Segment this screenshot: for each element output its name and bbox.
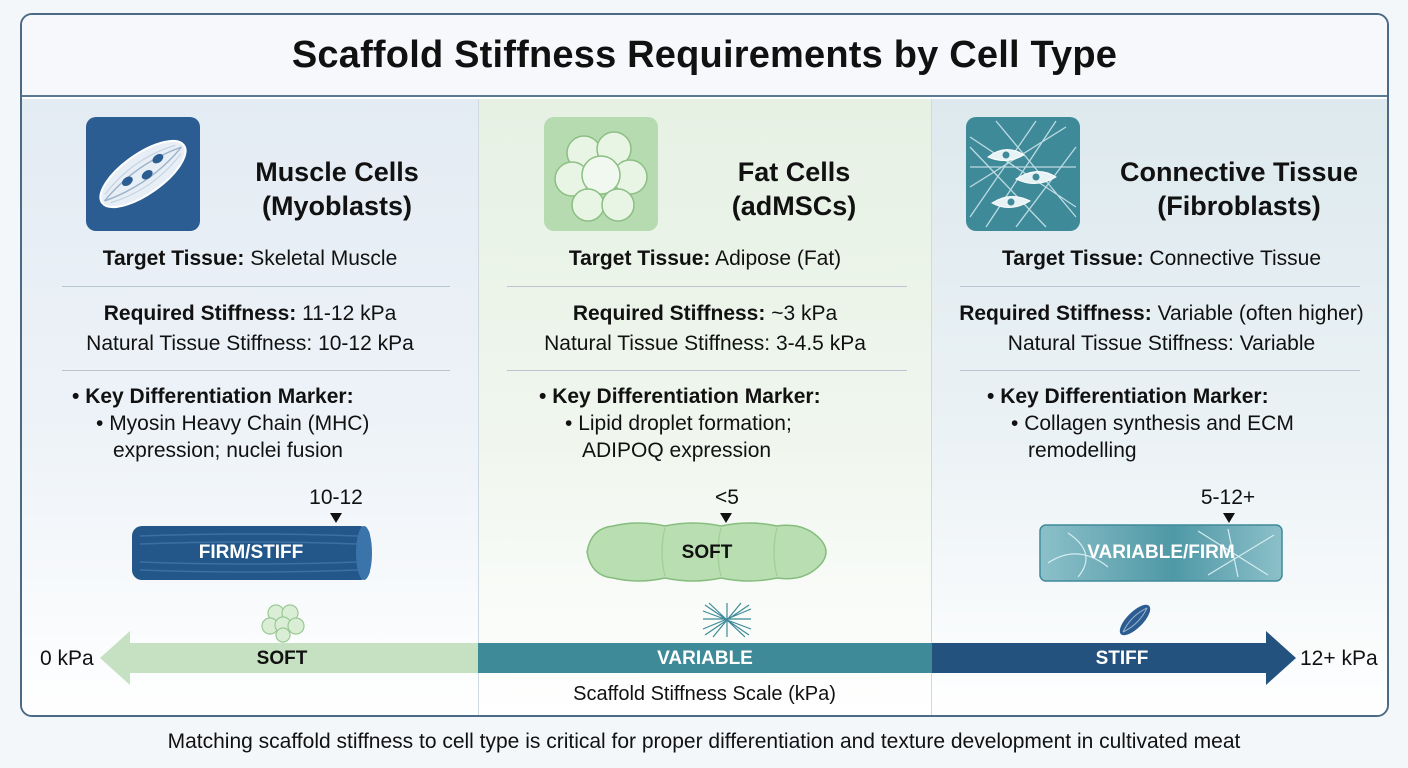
fat-heading: Fat Cells (adMSCs) xyxy=(731,157,857,221)
column-muscle: Muscle Cells (Myoblasts) Target Tissue: … xyxy=(22,99,478,715)
column-fat: Fat Cells (adMSCs) Target Tissue: Adipos… xyxy=(478,99,932,715)
fiber-mesh-small-icon xyxy=(702,602,752,638)
page-title: Scaffold Stiffness Requirements by Cell … xyxy=(291,33,1118,76)
fibroblast-network-icon xyxy=(966,117,1080,231)
stiffness-scale-bar xyxy=(100,631,1296,685)
scale-segment-soft: SOFT xyxy=(256,648,308,669)
scale-min-label: 0 kPa xyxy=(40,647,94,670)
divider xyxy=(507,286,907,287)
divider xyxy=(507,370,907,371)
scale-segment-variable: VARIABLE xyxy=(657,648,753,669)
indicator-value: 10-12 xyxy=(309,486,363,509)
required-stiffness: Required Stiffness: 11-12 kPa xyxy=(103,302,397,325)
fat-cells-small-icon xyxy=(261,604,305,643)
muscle-heading: Muscle Cells (Myoblasts) xyxy=(255,157,419,221)
required-stiffness: Required Stiffness: ~3 kPa xyxy=(572,302,838,325)
pill-label: VARIABLE/FIRM xyxy=(1087,542,1235,563)
divider xyxy=(62,286,450,287)
marker-heading: • Key Differentiation Marker: xyxy=(539,385,821,408)
indicator-value: <5 xyxy=(715,486,739,509)
soft-pill xyxy=(586,522,827,582)
divider xyxy=(960,286,1360,287)
fat-cells-icon xyxy=(544,117,658,231)
pill-label: FIRM/STIFF xyxy=(198,542,304,563)
title-bar: Scaffold Stiffness Requirements by Cell … xyxy=(22,15,1387,97)
scale-segment-stiff: STIFF xyxy=(1095,648,1149,669)
marker-heading: • Key Differentiation Marker: xyxy=(72,385,354,408)
required-stiffness: Required Stiffness: Variable (often high… xyxy=(959,302,1364,325)
column-connective: Connective Tissue (Fibroblasts) Target T… xyxy=(932,99,1387,715)
firm-stiff-pill xyxy=(132,526,372,580)
scale-max-label: 12+ kPa xyxy=(1300,647,1378,670)
target-tissue: Target Tissue: Connective Tissue xyxy=(1001,247,1322,270)
main-panel: Scaffold Stiffness Requirements by Cell … xyxy=(20,13,1389,717)
variable-firm-pill xyxy=(1039,524,1283,582)
divider xyxy=(62,370,450,371)
scale-caption: Scaffold Stiffness Scale (kPa) xyxy=(573,683,836,705)
marker-detail: • Lipid droplet formation; ADIPOQ expres… xyxy=(565,412,792,462)
natural-stiffness: Natural Tissue Stiffness: 3-4.5 kPa xyxy=(544,332,866,355)
divider xyxy=(960,370,1360,371)
indicator-arrow xyxy=(330,513,342,523)
muscle-small-icon xyxy=(1119,604,1151,636)
marker-detail: • Collagen synthesis and ECM remodelling xyxy=(1011,412,1294,462)
indicator-value: 5-12+ xyxy=(1200,486,1256,509)
target-tissue: Target Tissue: Adipose (Fat) xyxy=(568,247,842,270)
indicator-arrow xyxy=(720,513,732,523)
muscle-fiber-icon xyxy=(86,117,200,231)
marker-heading: • Key Differentiation Marker: xyxy=(987,385,1269,408)
pill-label: SOFT xyxy=(681,542,733,563)
natural-stiffness: Natural Tissue Stiffness: 10-12 kPa xyxy=(86,332,414,355)
footer-note: Matching scaffold stiffness to cell type… xyxy=(167,730,1241,753)
connective-heading: Connective Tissue (Fibroblasts) xyxy=(1119,157,1359,221)
natural-stiffness: Natural Tissue Stiffness: Variable xyxy=(1007,332,1316,355)
target-tissue: Target Tissue: Skeletal Muscle xyxy=(102,247,398,270)
marker-detail: • Myosin Heavy Chain (MHC) expression; n… xyxy=(96,412,370,462)
indicator-arrow xyxy=(1223,513,1235,523)
